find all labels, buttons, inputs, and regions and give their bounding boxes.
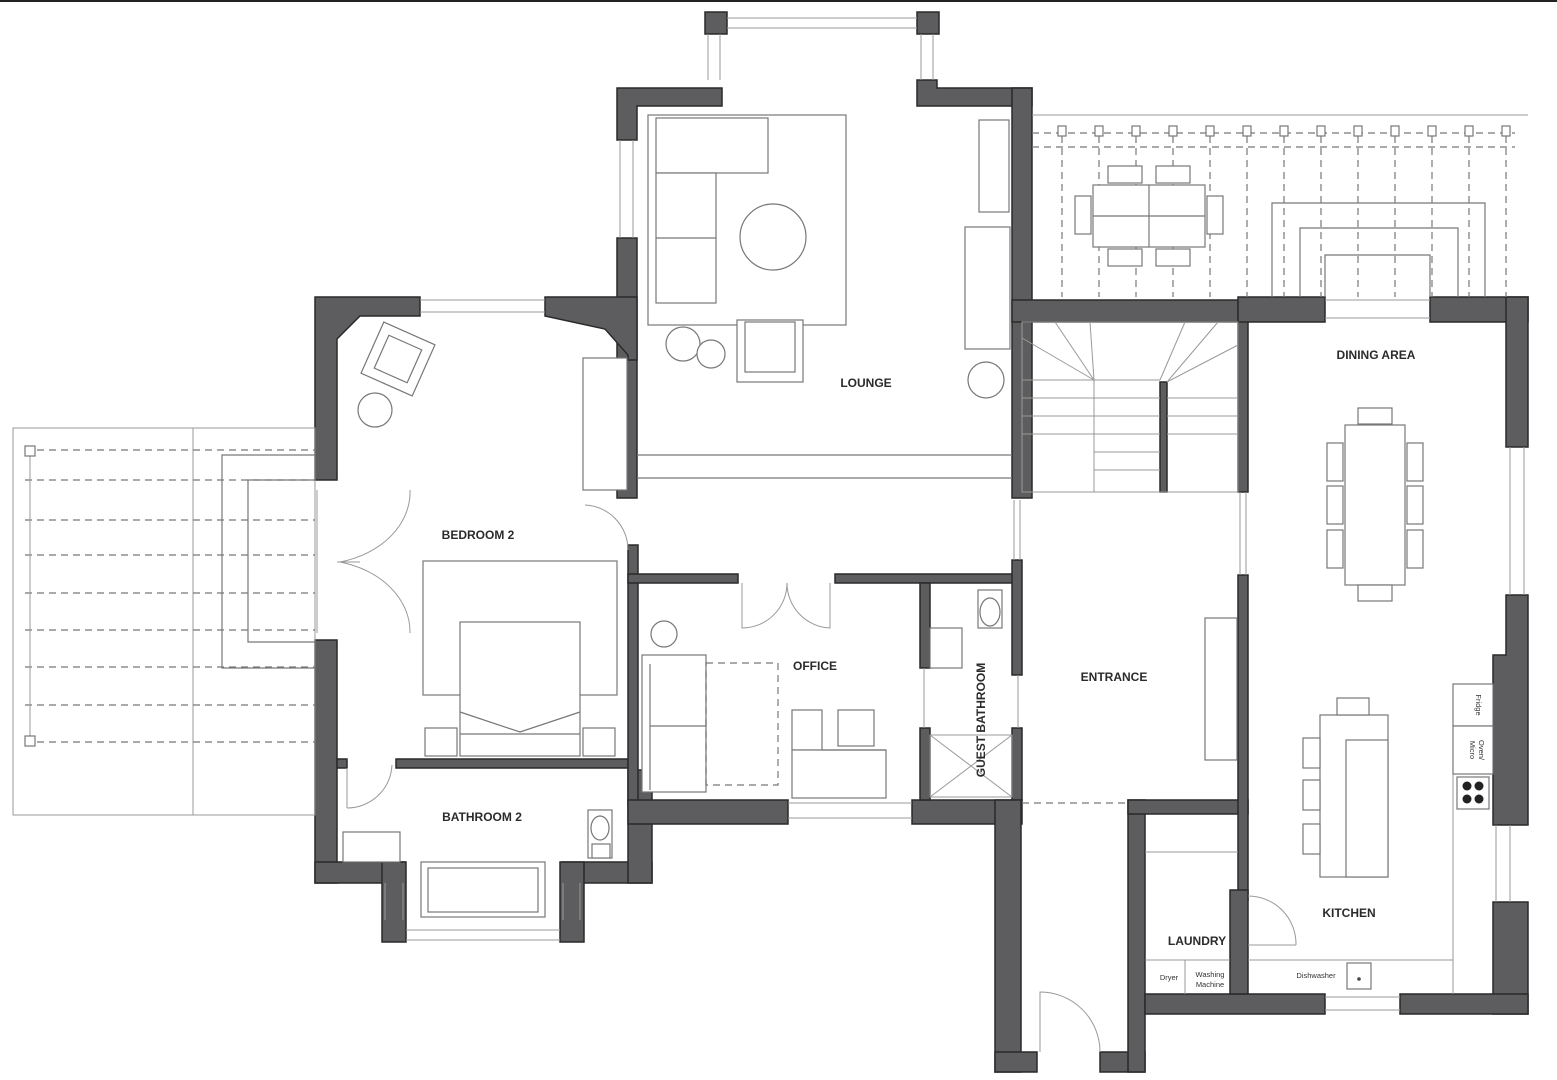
wall-segment xyxy=(1229,889,1249,995)
wall-segment xyxy=(336,758,348,769)
fridge-label: Fridge xyxy=(1474,694,1483,715)
wall-post xyxy=(704,11,728,35)
bathroom2-fixtures xyxy=(342,764,613,918)
dining-area-label: DINING AREA xyxy=(1337,348,1416,362)
wall-segment xyxy=(627,799,789,825)
wall-segment xyxy=(1237,299,1249,493)
guest-bathroom-label: GUEST BATHROOM xyxy=(974,663,988,777)
wall-segment xyxy=(395,758,629,769)
guest-bathroom-fixtures xyxy=(923,500,1021,798)
walls xyxy=(314,11,1529,1073)
staircase xyxy=(1021,321,1239,493)
kitchen-label: KITCHEN xyxy=(1322,906,1375,920)
entrance-furniture xyxy=(1022,492,1247,1053)
left-deck xyxy=(12,427,316,816)
oven-label-line2: Micro xyxy=(1468,741,1477,759)
wall-segment xyxy=(1011,87,1033,499)
wall-segment xyxy=(1237,574,1249,901)
wall-segment xyxy=(994,1051,1038,1073)
wall-segment xyxy=(1399,993,1529,1015)
bedroom-furniture xyxy=(316,321,629,757)
wall-segment xyxy=(314,639,338,884)
dishwasher-label: Dishwasher xyxy=(1296,971,1336,980)
wall-segment xyxy=(627,544,639,806)
oven-label-line1: Oven/ xyxy=(1477,740,1486,761)
wall-segment xyxy=(1159,381,1168,493)
entrance-label: ENTRANCE xyxy=(1081,670,1148,684)
windows xyxy=(384,17,1525,1011)
dryer-label: Dryer xyxy=(1160,973,1179,982)
appliance-labels: Fridge Oven/ Micro Dryer Washing Machine… xyxy=(1160,694,1486,989)
wall-segment xyxy=(381,861,407,943)
wall-segment xyxy=(616,87,723,141)
wall-segment xyxy=(1505,296,1529,448)
office-label: OFFICE xyxy=(793,659,837,673)
kitchen-fixtures xyxy=(1248,683,1494,994)
bathroom-2-label: BATHROOM 2 xyxy=(442,810,522,824)
wall-segment xyxy=(1492,594,1529,826)
office-furniture xyxy=(641,582,887,799)
wall-segment xyxy=(919,727,931,801)
wall-post xyxy=(916,11,940,35)
laundry-label: LAUNDRY xyxy=(1168,934,1226,948)
wall-segment xyxy=(1011,727,1023,801)
bedroom-2-label: BEDROOM 2 xyxy=(442,528,515,542)
wall-segment xyxy=(919,582,931,669)
wall-segment xyxy=(1127,799,1146,1073)
wall-segment xyxy=(1144,993,1326,1015)
room-labels: LOUNGE DINING AREA BEDROOM 2 OFFICE GUES… xyxy=(442,348,1416,948)
dining-furniture xyxy=(1326,407,1424,602)
wall-segment xyxy=(994,799,1022,1073)
lounge-label: LOUNGE xyxy=(840,376,891,390)
washing-machine-label-line2: Machine xyxy=(1196,980,1224,989)
washing-machine-label-line1: Washing xyxy=(1196,970,1225,979)
wall-segment xyxy=(1127,799,1249,815)
wall-segment xyxy=(544,296,638,361)
wall-segment xyxy=(1237,296,1326,323)
lounge-furniture xyxy=(637,114,1012,479)
laundry-fixtures xyxy=(1145,851,1297,994)
pergola-terrace xyxy=(1032,114,1528,297)
wall-segment xyxy=(1011,559,1023,676)
wall-segment xyxy=(627,573,739,584)
wall-segment xyxy=(834,573,1021,584)
wall-segment xyxy=(1011,299,1249,323)
